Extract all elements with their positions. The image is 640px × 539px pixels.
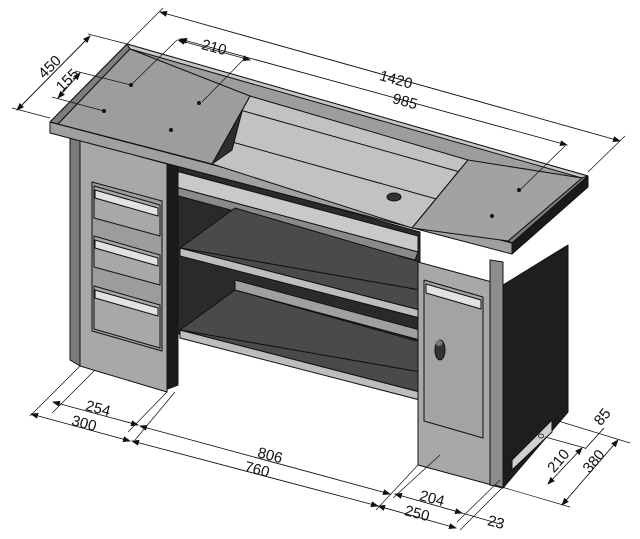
drawer-3-handle: [94, 289, 159, 317]
center-opening: [164, 159, 421, 401]
dim-210: 210: [200, 36, 229, 59]
dim-250: 250: [403, 502, 432, 525]
drawer-3[interactable]: [93, 285, 161, 349]
left-pedestal: [69, 137, 168, 393]
dim-380: 380: [579, 446, 608, 476]
door-top-rail: [425, 283, 482, 310]
dim-85: 85: [591, 405, 615, 429]
dim-210-depth: 210: [544, 446, 573, 476]
drawer-1[interactable]: [93, 185, 161, 237]
right-pedestal: [417, 244, 569, 489]
dim-985: 985: [391, 90, 420, 113]
cabinet-door[interactable]: [423, 279, 484, 439]
drawer-2-handle: [94, 239, 159, 267]
dim-760: 760: [243, 458, 272, 481]
right-pad: [411, 159, 583, 242]
dim-300: 300: [70, 412, 99, 435]
drawer-1-handle: [94, 189, 159, 217]
grommet-icon: [386, 192, 402, 202]
dim-204: 204: [418, 487, 447, 510]
dim-1420: 1420: [378, 67, 415, 92]
drawer-2[interactable]: [93, 235, 161, 286]
dim-23: 23: [486, 512, 507, 533]
